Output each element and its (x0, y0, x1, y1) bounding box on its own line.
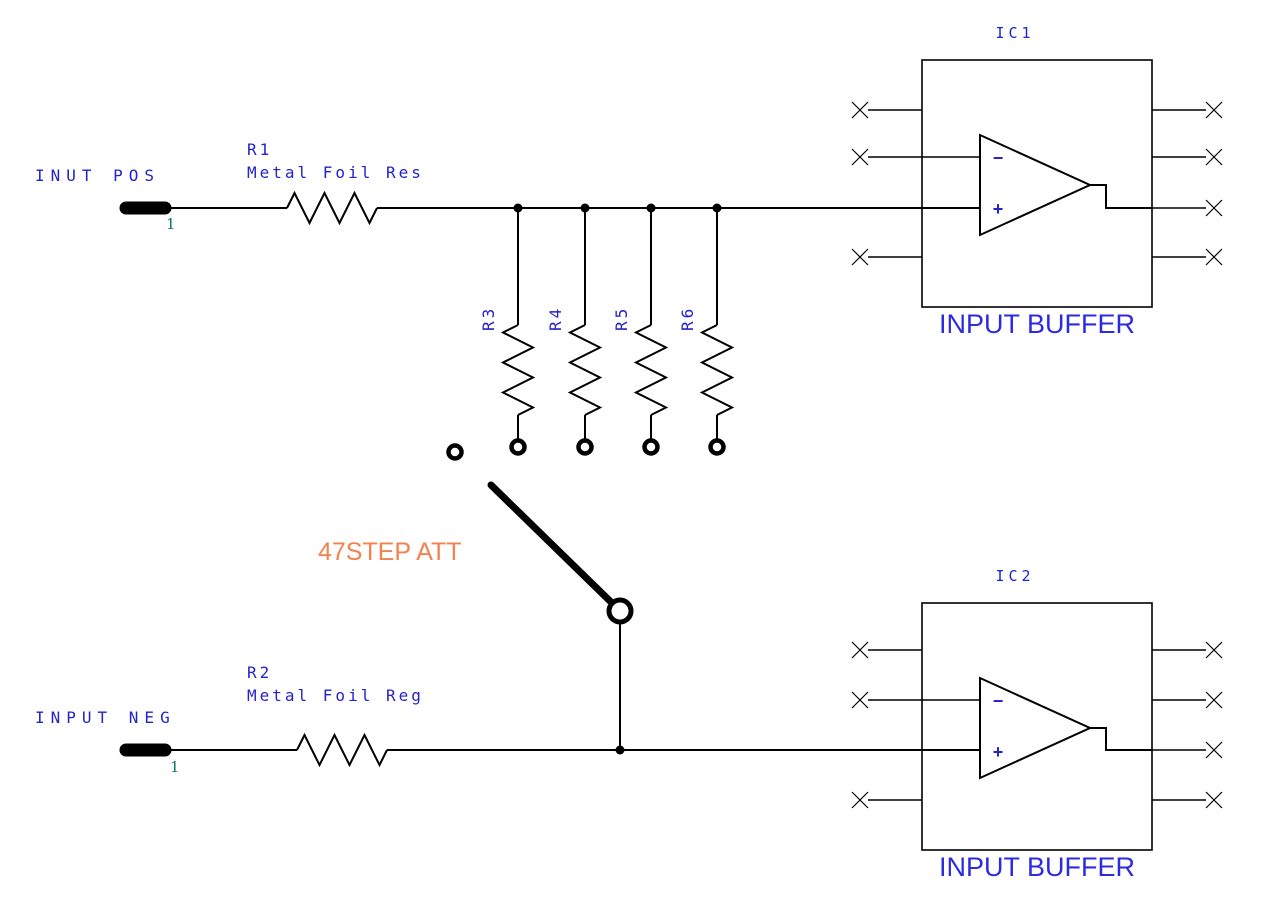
resistor-r4: R4 (546, 203, 603, 440)
r5-ref-label: R5 (612, 306, 631, 331)
resistor-r1: R1 Metal Foil Res (247, 140, 424, 226)
ic2-input-buffer: IC2 − + INPUT BUFFER (851, 567, 1223, 882)
r1-value-label: Metal Foil Res (247, 163, 424, 182)
r2-value-label: Metal Foil Reg (247, 686, 424, 705)
ic2-title-label: INPUT BUFFER (939, 852, 1135, 882)
rotary-switch: 47STEP ATT (318, 438, 726, 755)
junction-dot (513, 203, 523, 213)
attenuator-label: 47STEP ATT (318, 538, 462, 566)
ic2-noninverting-input-sign: + (993, 742, 1004, 762)
switch-contact-icon (576, 438, 594, 456)
r2-ref-label: R2 (247, 663, 272, 682)
input-neg-pin-number: 1 (170, 758, 180, 776)
ic2-inverting-input-sign: − (993, 691, 1004, 711)
r1-resistor-icon (286, 190, 378, 226)
input-pos-label: INUT POS (35, 166, 160, 185)
r2-resistor-icon (296, 732, 388, 768)
connector-input-neg: INPUT NEG 1 (35, 708, 180, 776)
r6-resistor-icon (699, 324, 735, 416)
ic2-body (921, 602, 1153, 851)
ic2-opamp-icon (979, 676, 1093, 780)
resistor-r2: R2 Metal Foil Reg (247, 663, 424, 768)
switch-contact-icon (708, 438, 726, 456)
switch-contact-icon (642, 438, 660, 456)
r4-resistor-icon (567, 324, 603, 416)
connector-input-pos: INUT POS 1 (35, 166, 176, 233)
junction-dot (580, 203, 590, 213)
ic2-output-wire (1090, 727, 1152, 751)
ic1-body (921, 59, 1153, 308)
r5-resistor-icon (633, 324, 669, 416)
switch-contact-icon (446, 443, 464, 461)
resistor-r6: R6 (678, 203, 735, 440)
ic1-opamp-icon (979, 133, 1093, 237)
junction-dot (712, 203, 722, 213)
ic1-ref-label: IC1 (995, 24, 1034, 42)
switch-arm-icon (487, 481, 616, 607)
r6-ref-label: R6 (678, 306, 697, 331)
r1-ref-label: R1 (247, 140, 272, 159)
ic1-title-label: INPUT BUFFER (939, 309, 1135, 339)
switch-common-icon (606, 597, 634, 625)
ic1-inverting-input-sign: − (993, 148, 1004, 168)
r3-resistor-icon (500, 324, 536, 416)
ic2-ref-label: IC2 (995, 567, 1034, 585)
resistor-r3: R3 (479, 203, 536, 440)
resistor-r5: R5 (612, 203, 669, 440)
junction-dot (646, 203, 656, 213)
ic1-output-wire (1090, 184, 1152, 209)
input-neg-label: INPUT NEG (35, 708, 176, 727)
input-pos-pin-number: 1 (166, 215, 176, 233)
r3-ref-label: R3 (479, 306, 498, 331)
ic1-noninverting-input-sign: + (993, 199, 1004, 219)
ic1-input-buffer: IC1 − + INPUT BUFFER (851, 24, 1223, 339)
switch-contact-icon (509, 438, 527, 456)
r4-ref-label: R4 (546, 306, 565, 331)
